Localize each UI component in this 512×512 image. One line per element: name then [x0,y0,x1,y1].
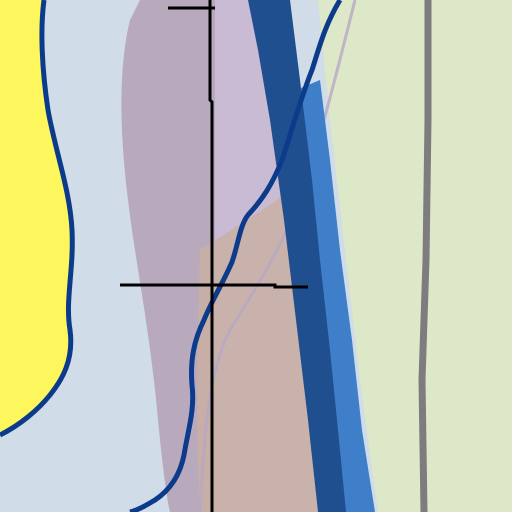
crosshair-vertical-line [208,0,214,512]
green-land-area [318,0,512,512]
coastline [0,0,75,438]
crosshair-icon [120,0,308,512]
blue-channel [296,80,375,512]
mauve-band [121,0,220,512]
navy-channel [248,0,346,512]
grey-boundary-line [418,0,432,512]
crosshair-horizontal-line [120,283,308,289]
yellow-land-area [0,0,73,435]
